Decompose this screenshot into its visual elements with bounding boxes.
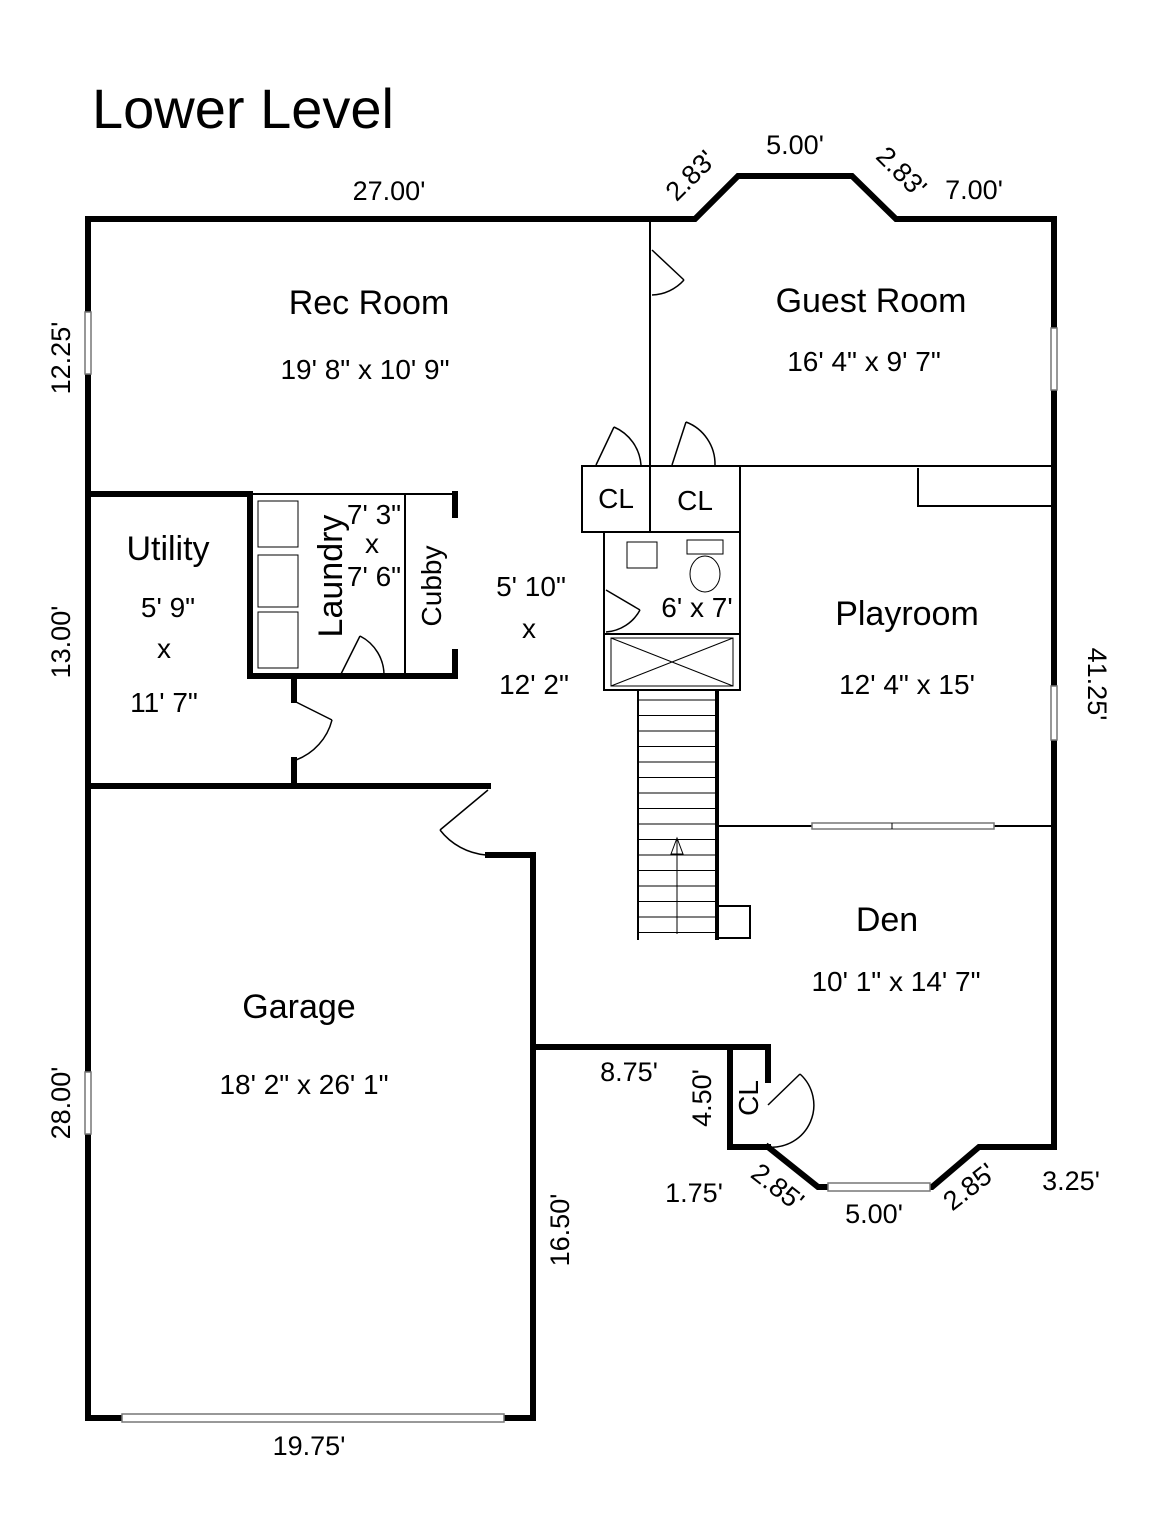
utility-x: x	[157, 633, 171, 664]
utility-size-w: 5' 9"	[141, 592, 195, 623]
utility-size-h: 11' 7"	[130, 687, 198, 718]
dim-bottom-right: 3.25'	[1042, 1166, 1100, 1196]
dim-right: 41.25'	[1082, 648, 1112, 721]
dim-bay-bottom-mid: 5.00'	[845, 1199, 903, 1229]
bath-outline	[603, 531, 741, 691]
closet-3-label: CL	[733, 1080, 764, 1116]
stairs	[637, 690, 717, 940]
hall-x: x	[522, 613, 536, 644]
utility-name: Utility	[126, 530, 209, 568]
garage-size: 18' 2" x 26' 1"	[219, 1069, 388, 1100]
dim-den-left-step: 8.75'	[600, 1057, 658, 1087]
cubby-name: Cubby	[416, 546, 447, 627]
laundry-size-w: 7' 3"	[347, 499, 401, 530]
dim-den-closet: 4.50'	[687, 1069, 717, 1127]
dim-left-upper: 12.25'	[46, 322, 76, 395]
laundry-size-h: 7' 6"	[347, 561, 401, 592]
window-rec-left	[84, 311, 92, 375]
garage-door-opening	[121, 1413, 505, 1423]
playroom-name: Playroom	[835, 595, 979, 633]
window-garage-left	[84, 1071, 92, 1135]
closet-2-label: CL	[677, 485, 713, 516]
den-post	[717, 905, 751, 939]
rec-room-size: 19' 8" x 10' 9"	[280, 354, 449, 385]
closet-1-label: CL	[598, 483, 634, 514]
bath-size: 6' x 7'	[661, 592, 732, 623]
dim-garage-bottom: 19.75'	[273, 1431, 346, 1461]
guest-room-name: Guest Room	[776, 282, 967, 320]
window-bay-bottom	[827, 1182, 931, 1192]
dim-left-middle: 13.00'	[46, 606, 76, 679]
garage-step-wall	[85, 1044, 733, 1421]
den-name: Den	[856, 901, 918, 939]
window-guest-right	[1050, 327, 1058, 391]
dim-top-bay-mid: 5.00'	[766, 130, 824, 160]
dim-top-bay-left: 2.83'	[660, 145, 722, 207]
dim-bay-bottom-offset: 1.75'	[665, 1178, 723, 1208]
hall-size-h: 12' 2"	[499, 669, 569, 700]
dim-top-right: 7.00'	[945, 175, 1003, 205]
den-size: 10' 1" x 14' 7"	[811, 966, 980, 997]
playroom-size: 12' 4" x 15'	[839, 669, 975, 700]
plan-title: Lower Level	[92, 77, 394, 140]
dim-top-bay-right: 2.83'	[870, 141, 932, 203]
garage-name: Garage	[242, 988, 355, 1026]
window-playroom-right	[1050, 685, 1058, 741]
laundry-name: Laundry	[312, 515, 350, 638]
laundry-x: x	[365, 528, 379, 559]
dim-garage-right: 16.50'	[545, 1194, 575, 1267]
rec-room-name: Rec Room	[289, 284, 450, 322]
doors	[295, 249, 815, 1148]
windows	[84, 311, 1058, 1423]
hall-size-w: 5' 10"	[496, 571, 566, 602]
interior-walls	[85, 222, 1052, 1050]
dim-bay-bottom-left: 2.85'	[746, 1157, 810, 1216]
playroom-closet-wall	[917, 468, 1052, 507]
dim-bay-bottom-right: 2.85'	[937, 1157, 1001, 1216]
guest-room-size: 16' 4" x 9' 7"	[787, 346, 941, 377]
dim-left-lower: 28.00'	[46, 1067, 76, 1140]
dim-top-left: 27.00'	[353, 176, 426, 206]
